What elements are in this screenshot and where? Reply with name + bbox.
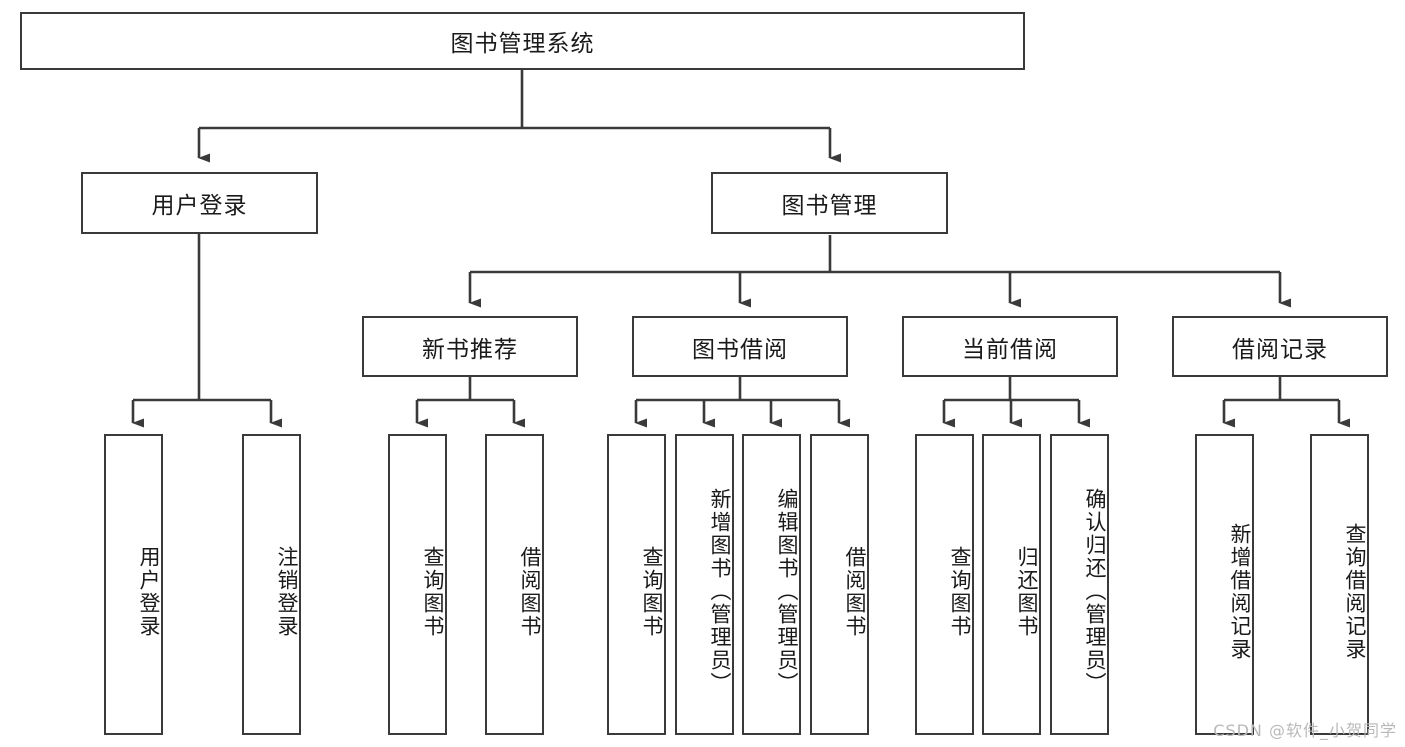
leaf-borrow-book-recommend[interactable]: 借阅图书 (485, 434, 544, 735)
leaf-add-book-admin[interactable]: 新增图书（管理员） (675, 434, 734, 735)
node-borrow-record[interactable]: 借阅记录 (1172, 316, 1388, 377)
node-user-login[interactable]: 用户登录 (81, 172, 318, 234)
node-label: 查询图书 (948, 545, 972, 638)
node-root-book-management-system[interactable]: 图书管理系统 (20, 12, 1025, 70)
node-label: 用户登录 (151, 193, 248, 219)
node-label: 图书管理 (781, 193, 878, 219)
leaf-query-borrow-record[interactable]: 查询借阅记录 (1310, 434, 1369, 735)
node-label: 图书借阅 (692, 336, 788, 363)
node-label: 查询图书 (421, 545, 445, 638)
node-label: 注销登录 (275, 545, 299, 638)
node-label: 新增借阅记录 (1228, 522, 1252, 661)
leaf-add-borrow-record[interactable]: 新增借阅记录 (1195, 434, 1254, 735)
node-current-borrow[interactable]: 当前借阅 (902, 316, 1118, 377)
node-label: 借阅图书 (843, 545, 867, 638)
node-label: 编辑图书（管理员） (775, 488, 799, 695)
node-book-borrow[interactable]: 图书借阅 (632, 316, 848, 377)
node-book-management[interactable]: 图书管理 (711, 172, 948, 234)
leaf-query-book-borrow[interactable]: 查询图书 (607, 434, 666, 735)
node-label: 用户登录 (137, 545, 161, 638)
node-label: 归还图书 (1015, 545, 1039, 638)
node-label: 图书管理系统 (450, 31, 595, 57)
node-label: 查询借阅记录 (1343, 522, 1367, 661)
node-label: 确认归还（管理员） (1083, 488, 1107, 695)
leaf-confirm-return-admin[interactable]: 确认归还（管理员） (1050, 434, 1109, 735)
csdn-watermark: CSDN @软件_小贺同学 (1213, 721, 1397, 740)
leaf-query-book-recommend[interactable]: 查询图书 (388, 434, 447, 735)
node-label: 查询图书 (640, 545, 664, 638)
leaf-return-book[interactable]: 归还图书 (982, 434, 1041, 735)
node-label: 新增图书（管理员） (708, 488, 732, 695)
leaf-edit-book-admin[interactable]: 编辑图书（管理员） (742, 434, 801, 735)
node-label: 借阅记录 (1232, 336, 1328, 363)
node-label: 新书推荐 (422, 336, 518, 363)
leaf-query-book-current[interactable]: 查询图书 (915, 434, 974, 735)
leaf-borrow-book[interactable]: 借阅图书 (810, 434, 869, 735)
leaf-user-login[interactable]: 用户登录 (104, 434, 163, 735)
node-label: 借阅图书 (518, 545, 542, 638)
node-label: 当前借阅 (962, 336, 1058, 363)
node-new-book-recommend[interactable]: 新书推荐 (362, 316, 578, 377)
leaf-logout-login[interactable]: 注销登录 (242, 434, 301, 735)
